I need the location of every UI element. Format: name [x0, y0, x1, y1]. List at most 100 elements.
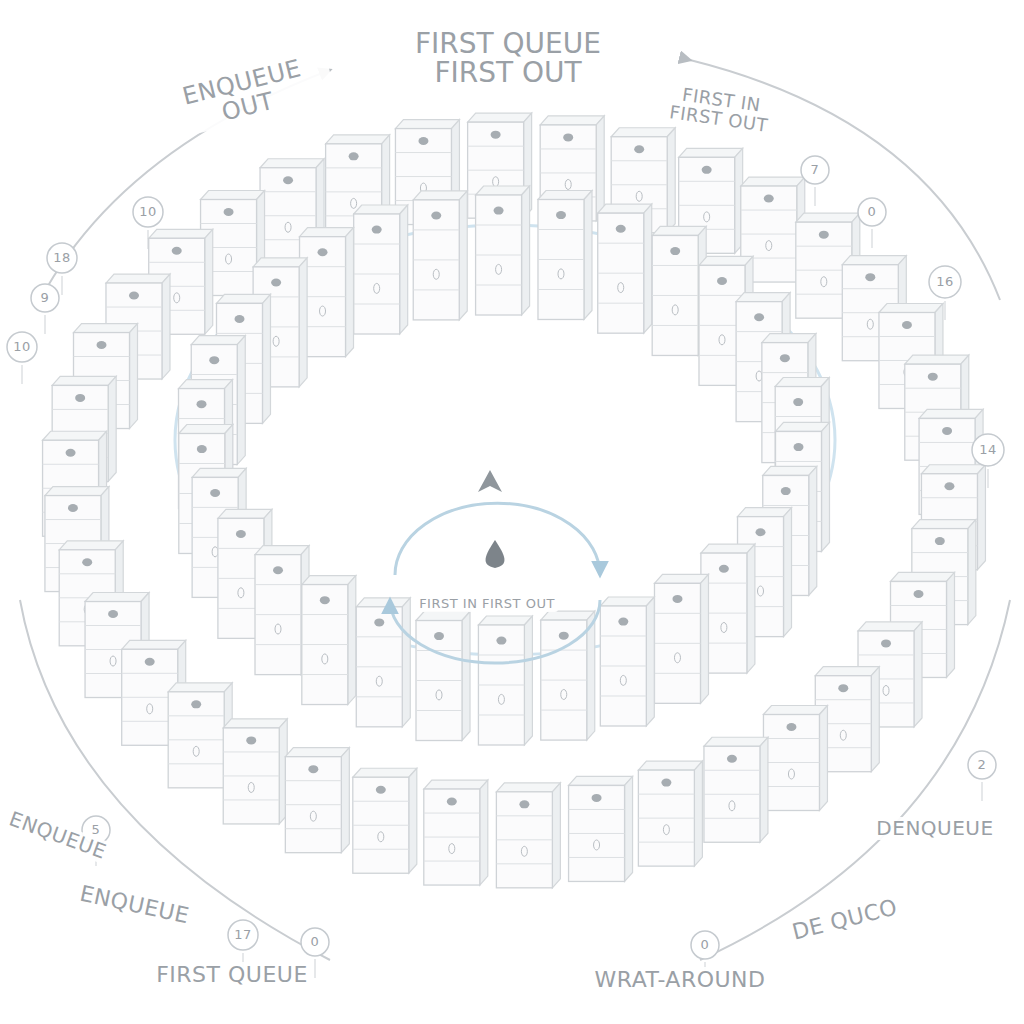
slot-top	[598, 204, 652, 213]
leader-line	[815, 187, 816, 206]
slot-divider	[638, 842, 694, 843]
slot-mark	[717, 277, 727, 285]
slot-divider	[538, 229, 584, 230]
slot-mark	[496, 637, 506, 645]
slot-top	[191, 336, 245, 345]
slot-divider	[600, 695, 646, 696]
slot-mark	[840, 730, 846, 740]
slot-mark	[349, 152, 359, 160]
slot-divider	[223, 799, 279, 800]
slot-divider	[149, 262, 205, 263]
slot-side	[205, 229, 213, 334]
slot-mark	[374, 283, 380, 293]
slot-mark	[661, 779, 671, 787]
slot-mark	[493, 177, 499, 187]
leader-line	[988, 469, 989, 488]
queue-slot	[302, 576, 356, 705]
slot-mark	[944, 482, 954, 490]
slot-mark	[271, 278, 281, 286]
drop-symbol	[486, 540, 505, 568]
slot-mark	[234, 315, 244, 323]
annotation-label: WRAT-AROUND	[591, 967, 768, 992]
slot-mark	[928, 373, 938, 381]
slot-top	[326, 135, 390, 144]
slot-mark	[75, 394, 85, 402]
outer-arcs	[20, 60, 1010, 960]
slot-face	[478, 625, 524, 745]
slot-top	[762, 334, 816, 343]
slot-divider	[416, 650, 462, 651]
slot-mark	[320, 596, 330, 604]
slot-divider	[85, 625, 141, 626]
callout-number: 9	[41, 291, 50, 305]
slot-divider	[652, 265, 698, 266]
slot-mark	[212, 547, 218, 557]
slot-face	[654, 583, 700, 703]
slot-top	[741, 177, 805, 186]
slot-side	[644, 204, 652, 333]
slot-mark	[434, 632, 444, 640]
slot-divider	[424, 813, 480, 814]
slot-divider	[763, 505, 809, 506]
slot-divider	[354, 304, 400, 305]
slot-divider	[654, 643, 700, 644]
slot-mark	[318, 248, 328, 256]
slot-top	[763, 466, 817, 475]
slot-side	[524, 616, 532, 745]
queue-slots	[7, 113, 1004, 981]
slot-mark	[378, 832, 384, 842]
slot-mark	[308, 765, 318, 773]
slot-divider	[879, 336, 935, 337]
slot-mark	[491, 131, 501, 139]
slot-side	[552, 783, 560, 888]
slot-divider	[611, 184, 667, 185]
slot-mark	[729, 801, 735, 811]
slot-top	[122, 640, 186, 649]
slot-mark	[226, 254, 232, 264]
slot-mark	[793, 398, 803, 406]
slot-top	[149, 229, 213, 238]
slot-side	[584, 190, 592, 319]
slot-top	[395, 120, 459, 129]
slot-mark	[616, 225, 626, 233]
slot-divider	[741, 210, 797, 211]
slot-divider	[478, 684, 524, 685]
slot-mark	[764, 195, 774, 203]
queue-slot	[353, 768, 417, 873]
slot-mark	[224, 208, 234, 216]
slot-mark	[147, 704, 153, 714]
slot-top	[85, 593, 149, 602]
slot-top	[192, 468, 246, 477]
queue-slot	[638, 761, 702, 866]
slot-top	[704, 737, 768, 746]
slot-side	[402, 598, 410, 727]
slot-divider	[638, 794, 694, 795]
slot-mark	[376, 786, 386, 794]
slot-top	[842, 256, 906, 265]
slot-mark	[702, 166, 712, 174]
slot-side	[819, 705, 827, 810]
slot-side	[968, 520, 976, 625]
slot-mark	[273, 336, 279, 346]
slot-divider	[356, 696, 402, 697]
slot-face	[476, 195, 522, 315]
slot-mark	[719, 335, 725, 345]
slot-divider	[600, 665, 646, 666]
slot-top	[356, 598, 410, 607]
slot-divider	[796, 246, 852, 247]
slot-mark	[758, 586, 764, 596]
slot-divider	[496, 863, 552, 864]
slot-top	[218, 509, 272, 518]
slot-mark	[351, 198, 357, 208]
slot-divider	[416, 710, 462, 711]
slot-divider	[168, 715, 224, 716]
slot-divider	[540, 172, 596, 173]
slot-top	[879, 303, 943, 312]
slot-mark	[883, 685, 889, 695]
slot-top	[905, 355, 969, 364]
slot-mark	[285, 222, 291, 232]
callout-number: 0	[701, 938, 710, 952]
slot-mark	[719, 565, 729, 573]
slot-mark	[519, 800, 529, 808]
slot-top	[302, 576, 356, 585]
